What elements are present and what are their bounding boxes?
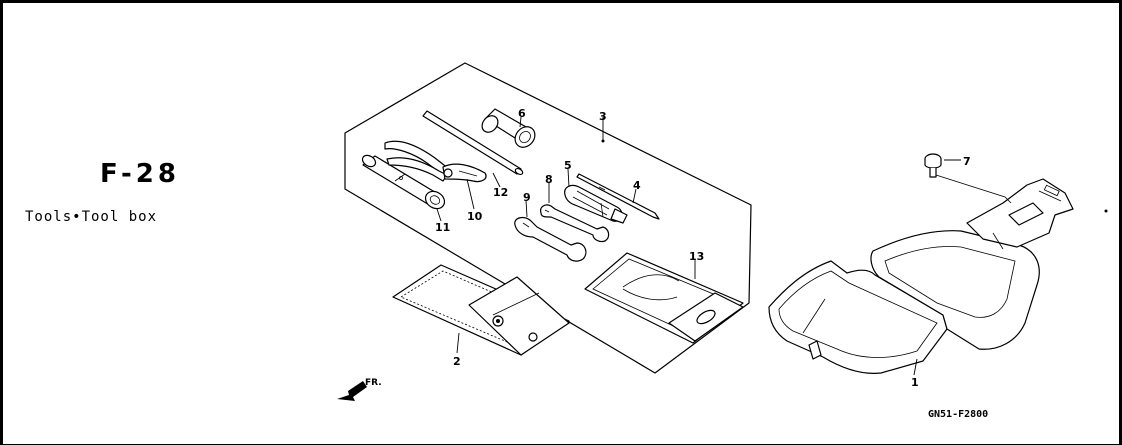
callout-13: 13: [689, 250, 704, 263]
callout-6: 6: [518, 107, 526, 120]
pin-spanner-drawing: [422, 110, 524, 176]
callout-8: 8: [545, 173, 553, 186]
front-direction-label: FR.: [365, 378, 382, 388]
spark-plug-wrench-drawing: [361, 154, 446, 210]
screwdriver-bit-drawing: [576, 173, 660, 220]
callout-10: 10: [467, 210, 483, 223]
front-direction-arrow: FR.: [337, 378, 382, 401]
pliers-drawing: [384, 140, 487, 183]
tool-bag-drawing: [392, 264, 570, 356]
open-end-wrench-small-drawing: [540, 204, 610, 243]
callout-4: 4: [633, 179, 641, 192]
callout-3: 3: [599, 110, 607, 123]
callout-11: 11: [435, 221, 450, 234]
figure-title: Tools•Tool box: [25, 209, 158, 225]
box-spanner-drawing: [481, 108, 536, 148]
owners-manual-case-drawing: [584, 252, 744, 344]
figure-code: F-28: [100, 159, 180, 189]
tool-set-outline: [344, 62, 752, 374]
screwdriver-grip-drawing: [564, 184, 628, 224]
screw-drawing: [924, 153, 1012, 204]
callout-12: 12: [493, 186, 508, 199]
open-end-wrench-drawing: [514, 216, 587, 262]
callout-7: 7: [963, 155, 971, 168]
leader-lines: [436, 116, 961, 376]
callout-2: 2: [453, 355, 461, 368]
print-speck: [1104, 209, 1108, 213]
drawing-code: GN51-F2800: [928, 409, 988, 420]
tool-box-drawing: [768, 178, 1074, 374]
callout-9: 9: [523, 191, 531, 204]
callout-5: 5: [564, 159, 572, 172]
parts-diagram: FR. 3 6 5 4 8 9 12 10 11 13 2: [337, 62, 1108, 420]
callout-1: 1: [911, 376, 919, 389]
